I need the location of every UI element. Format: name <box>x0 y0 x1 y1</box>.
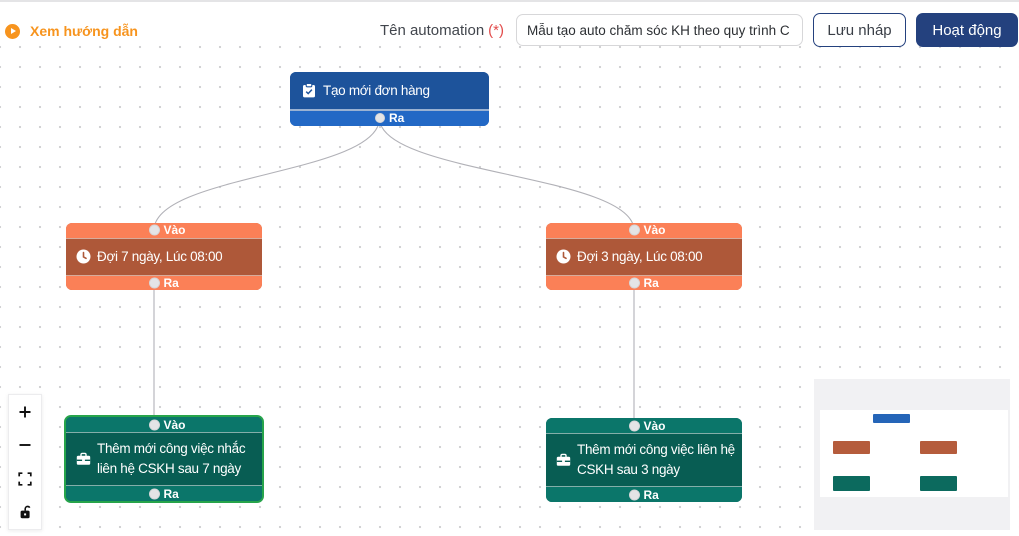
activate-button[interactable]: Hoạt động <box>916 13 1018 47</box>
node-task-remind-7-days[interactable]: Vào Thêm mới công việc nhắc liên hệ CSKH… <box>64 415 264 503</box>
plus-icon <box>19 406 31 418</box>
in-handle[interactable] <box>628 420 640 431</box>
out-label: Ra <box>643 487 659 502</box>
in-label: Vào <box>643 223 666 238</box>
node-divider <box>546 237 742 239</box>
clock-icon <box>556 249 571 264</box>
zoom-out-button[interactable] <box>9 428 41 462</box>
minimap-node-trigger <box>873 414 910 423</box>
node-footer: Ra <box>66 486 262 501</box>
minimap[interactable] <box>814 379 1010 530</box>
guide-link-label: Xem hướng dẫn <box>30 23 138 39</box>
minus-icon <box>19 444 31 447</box>
in-label: Vào <box>163 223 186 238</box>
node-body: Thêm mới công việc liên hệ CSKH sau 3 ng… <box>546 434 742 486</box>
briefcase-icon <box>76 452 91 465</box>
out-handle[interactable] <box>374 113 385 124</box>
node-title: Thêm mới công việc liên hệ CSKH sau 3 ng… <box>577 442 735 477</box>
automation-name-label: Tên automation (*) <box>379 21 504 39</box>
node-title: Thêm mới công việc nhắc liên hệ CSKH sau… <box>97 441 246 476</box>
briefcase-icon <box>556 453 571 466</box>
node-wait-3-days[interactable]: Vào Đợi 3 ngày, Lúc 08:00 Ra <box>546 223 742 290</box>
node-divider <box>66 237 262 239</box>
in-label: Vào <box>643 418 666 433</box>
node-trigger-new-order[interactable]: Tạo mới đơn hàng Ra <box>290 72 489 126</box>
canvas-controls <box>8 394 42 530</box>
unlock-icon <box>20 505 31 519</box>
minimap-node-wait-7 <box>833 441 870 454</box>
lock-button[interactable] <box>9 495 41 529</box>
out-handle[interactable] <box>628 489 640 500</box>
edge-trigger-wait3[interactable] <box>378 118 635 231</box>
guide-link[interactable]: Xem hướng dẫn <box>5 23 138 39</box>
node-divider <box>546 274 742 276</box>
in-label: Vào <box>163 417 186 432</box>
in-handle[interactable] <box>148 224 160 236</box>
node-footer: Ra <box>66 275 262 290</box>
node-body: Đợi 3 ngày, Lúc 08:00 <box>546 238 742 275</box>
minimap-node-task-7 <box>833 476 870 491</box>
node-divider <box>290 109 489 111</box>
edge-trigger-wait7[interactable] <box>153 118 381 231</box>
clipboard-check-icon <box>303 83 315 98</box>
node-title: Tạo mới đơn hàng <box>323 83 430 98</box>
minimap-node-wait-3 <box>920 441 957 454</box>
node-divider <box>66 485 262 486</box>
play-circle-icon <box>5 23 20 39</box>
out-label: Ra <box>163 275 179 290</box>
required-asterisk: (*) <box>488 21 504 39</box>
out-label: Ra <box>389 111 405 126</box>
node-wait-7-days[interactable]: Vào Đợi 7 ngày, Lúc 08:00 Ra <box>66 223 262 290</box>
node-body: Thêm mới công việc nhắc liên hệ CSKH sau… <box>66 433 262 485</box>
node-divider <box>66 274 262 276</box>
node-divider <box>66 432 262 433</box>
out-handle[interactable] <box>148 488 160 499</box>
node-title: Đợi 7 ngày, Lúc 08:00 <box>97 249 223 264</box>
in-handle[interactable] <box>628 224 640 236</box>
zoom-in-button[interactable] <box>9 395 41 429</box>
out-handle[interactable] <box>148 277 160 289</box>
node-divider <box>546 433 742 434</box>
clock-icon <box>76 249 91 264</box>
in-handle[interactable] <box>148 419 160 430</box>
node-title: Đợi 3 ngày, Lúc 08:00 <box>577 249 703 264</box>
out-label: Ra <box>643 275 659 290</box>
node-header: Vào <box>546 418 742 433</box>
automation-name-input[interactable] <box>516 14 803 46</box>
node-header: Vào <box>66 417 262 432</box>
minimap-node-task-3 <box>920 476 957 491</box>
node-body: Tạo mới đơn hàng <box>290 72 489 109</box>
fit-view-button[interactable] <box>9 462 41 496</box>
node-footer: Ra <box>546 487 742 502</box>
node-body: Đợi 7 ngày, Lúc 08:00 <box>66 238 262 275</box>
out-label: Ra <box>163 486 179 501</box>
out-handle[interactable] <box>628 277 640 289</box>
node-footer: Ra <box>290 110 489 126</box>
top-bar: Xem hướng dẫn Tên automation (*) Lưu nhá… <box>0 0 1019 47</box>
node-divider <box>546 486 742 487</box>
node-header: Vào <box>66 223 262 238</box>
node-footer: Ra <box>546 275 742 290</box>
node-header: Vào <box>546 223 742 238</box>
node-task-contact-3-days[interactable]: Vào Thêm mới công việc liên hệ CSKH sau … <box>546 418 742 502</box>
save-draft-button[interactable]: Lưu nháp <box>813 13 906 47</box>
fit-view-icon <box>18 472 32 486</box>
